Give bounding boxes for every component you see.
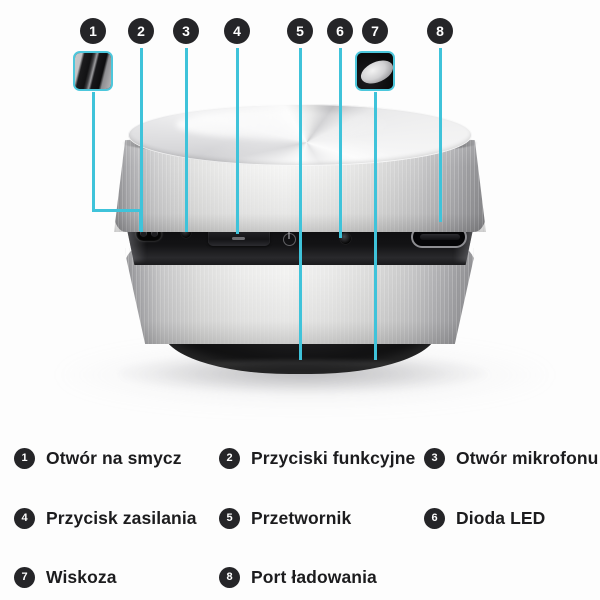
legend-item-1[interactable]: 1 Otwór na smycz <box>14 448 182 469</box>
led-indicator <box>340 233 351 244</box>
legend-item-3[interactable]: 3 Otwór mikrofonu <box>424 448 598 469</box>
legend-badge-6: 6 <box>424 508 445 529</box>
callout-badge-4[interactable]: 4 <box>224 18 250 44</box>
product-photo: 1 2 3 4 5 6 7 8 <box>0 0 600 420</box>
power-button-icon <box>283 232 296 246</box>
legend-label-6: Dioda LED <box>456 508 546 528</box>
legend-label-3: Otwór mikrofonu <box>456 448 599 468</box>
legend-item-5[interactable]: 5 Przetwornik <box>219 508 351 529</box>
legend-label-4: Przycisk zasilania <box>46 508 197 528</box>
callout-badge-6[interactable]: 6 <box>327 18 353 44</box>
legend-badge-4: 4 <box>14 508 35 529</box>
callout-badge-8[interactable]: 8 <box>427 18 453 44</box>
callout-line-4 <box>236 48 239 234</box>
microphone-hole <box>181 228 191 238</box>
callout-line-1-seg2 <box>92 209 142 212</box>
callout-line-6 <box>339 48 342 238</box>
legend-label-1: Otwór na smycz <box>46 448 182 468</box>
legend-badge-1: 1 <box>14 448 35 469</box>
callout-badge-1[interactable]: 1 <box>80 18 106 44</box>
legend-item-8[interactable]: 8 Port ładowania <box>219 567 377 588</box>
callout-badge-3[interactable]: 3 <box>173 18 199 44</box>
zoom-inset-lanyard-hole <box>73 51 113 91</box>
legend-label-2: Przyciski funkcyjne <box>251 448 416 468</box>
legend-item-2[interactable]: 2 Przyciski funkcyjne <box>219 448 415 469</box>
legend-badge-5: 5 <box>219 508 240 529</box>
zoom-inset-driver <box>355 51 395 91</box>
callout-line-5 <box>299 48 302 360</box>
legend-badge-3: 3 <box>424 448 445 469</box>
callout-layer: 1 2 3 4 5 6 7 8 <box>0 0 600 420</box>
callout-line-2 <box>140 48 143 232</box>
legend-item-6[interactable]: 6 Dioda LED <box>424 508 545 529</box>
inset-driver-art <box>357 53 393 89</box>
legend-item-4[interactable]: 4 Przycisk zasilania <box>14 508 197 529</box>
callout-line-8 <box>439 48 442 222</box>
inset-lanyard-art <box>75 53 111 89</box>
callout-badge-2[interactable]: 2 <box>128 18 154 44</box>
legend-item-7[interactable]: 7 Wiskoza <box>14 567 117 588</box>
callout-line-3 <box>185 48 188 232</box>
callout-line-1-seg1 <box>92 92 95 212</box>
legend-badge-7: 7 <box>14 567 35 588</box>
legend-label-7: Wiskoza <box>46 567 117 587</box>
legend-label-8: Port ładowania <box>251 567 377 587</box>
legend-badge-8: 8 <box>219 567 240 588</box>
legend: 1 Otwór na smycz 2 Przyciski funkcyjne 3… <box>0 420 600 600</box>
callout-badge-7[interactable]: 7 <box>362 18 388 44</box>
callout-line-7 <box>374 92 377 360</box>
legend-label-5: Przetwornik <box>251 508 352 528</box>
callout-badge-5[interactable]: 5 <box>287 18 313 44</box>
legend-badge-2: 2 <box>219 448 240 469</box>
